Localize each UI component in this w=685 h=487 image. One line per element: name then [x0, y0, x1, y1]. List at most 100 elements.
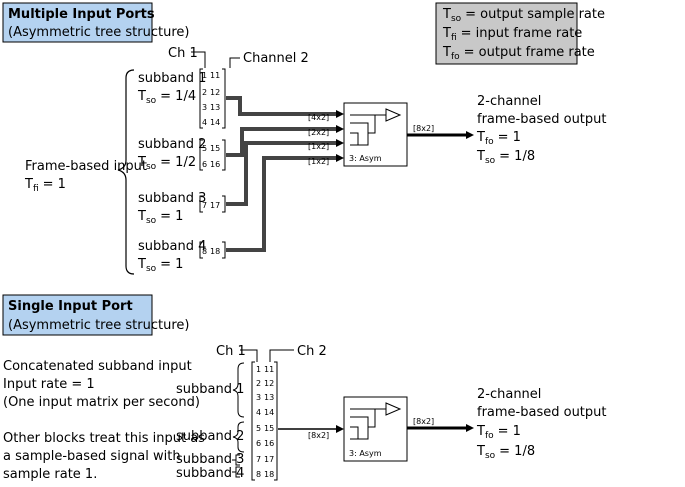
- bottom-subband-2: subband 2: [176, 429, 244, 444]
- port-dim-1: [4x2]: [308, 113, 329, 122]
- top-m1-c2-r1: 11: [210, 71, 220, 80]
- top-m2-c2-r2: 16: [210, 160, 220, 169]
- bottom-subband-4: subband 4: [176, 466, 244, 481]
- top-m2-c2-r1: 15: [210, 144, 220, 153]
- top-output-tso: Tso= 1/8: [476, 149, 535, 166]
- top-m3-c1: 7: [202, 201, 207, 210]
- top-m1-c1-r4: 4: [202, 118, 207, 127]
- top-matrix-subband-4: 8 18: [199, 241, 226, 259]
- bottom-input-dim: [8x2]: [308, 431, 329, 440]
- bm-c2-r2: 12: [264, 379, 274, 388]
- bottom-desc-5: a sample-based signal with: [3, 449, 181, 464]
- top-subband-3-rate: Tso= 1: [137, 209, 183, 226]
- port-dim-4: [1x2]: [308, 157, 329, 166]
- legend-tfi: Tfi= input frame rate: [442, 26, 582, 43]
- bottom-brace-4: [232, 466, 240, 478]
- input-rate: Tfi= 1: [24, 177, 66, 194]
- bottom-ch1-pointer: [240, 349, 258, 362]
- port-dim-2: [2x2]: [308, 128, 329, 137]
- bottom-desc-6: sample rate 1.: [3, 467, 97, 482]
- top-output-label-2: frame-based output: [477, 112, 607, 127]
- bottom-output-label-2: frame-based output: [477, 405, 607, 420]
- legend-tfo: Tfo= output frame rate: [442, 45, 595, 62]
- top-ch1-label: Ch 1: [168, 46, 198, 61]
- bottom-output-label-1: 2-channel: [477, 387, 541, 402]
- bottom-output-arrowhead: [466, 424, 474, 432]
- top-m1-c1-r1: 1: [202, 71, 207, 80]
- top-m1-c1-r3: 3: [202, 103, 207, 112]
- top-signal-wires: [226, 96, 338, 252]
- bottom-output-tfo: Tfo= 1: [476, 424, 521, 441]
- bm-c1-r8: 8: [256, 470, 261, 479]
- port-dim-3: [1x2]: [308, 142, 329, 151]
- wire-subband-4: [226, 156, 338, 252]
- top-subband-1-rate: Tso= 1/4: [137, 89, 196, 106]
- top-subband-2-rate: Tso= 1/2: [137, 155, 196, 172]
- bm-c1-r7: 7: [256, 455, 261, 464]
- bm-c2-r5: 15: [264, 424, 274, 433]
- top-output-dim: [8x2]: [413, 124, 434, 133]
- bottom-desc-4: Other blocks treat this input as: [3, 431, 205, 446]
- top-subband-4-label: subband 4: [138, 239, 206, 254]
- bottom-desc-2: Input rate = 1: [3, 377, 95, 392]
- top-wire-arrowheads: [336, 110, 344, 162]
- bottom-subband-3: subband 3: [176, 452, 244, 467]
- top-title: Multiple Input Ports: [8, 7, 155, 22]
- top-subband-4-rate: Tso= 1: [137, 257, 183, 274]
- top-subband-3-label: subband 3: [138, 191, 206, 206]
- wire-subband-3: [226, 141, 338, 206]
- bottom-ch1-label: Ch 1: [216, 344, 246, 359]
- bm-c2-r3: 13: [264, 393, 274, 402]
- top-ch2-label: Channel 2: [243, 51, 309, 66]
- top-m1-c2-r3: 13: [210, 103, 220, 112]
- bm-c1-r3: 3: [256, 393, 261, 402]
- top-matrix-subband-2: 5 15 6 16: [199, 139, 226, 171]
- bottom-output-dim: [8x2]: [413, 417, 434, 426]
- top-matrix-subband-1: 1 11 2 12 3 13 4 14: [199, 68, 226, 129]
- legend-tso: Tso= output sample rate: [442, 7, 605, 24]
- top-block-label: 3: Asym: [349, 154, 382, 163]
- top-subtitle: (Asymmetric tree structure): [8, 25, 189, 40]
- bottom-input-arrowhead: [336, 425, 344, 433]
- bottom-brace-3: [232, 454, 240, 466]
- top-m4-c1: 8: [202, 247, 207, 256]
- bm-c2-r7: 17: [264, 455, 274, 464]
- top-synthesis-block[interactable]: 3: Asym: [343, 102, 408, 167]
- bm-c1-r1: 1: [256, 365, 261, 374]
- top-m2-c1-r2: 6: [202, 160, 207, 169]
- top-output-tfo: Tfo= 1: [476, 130, 521, 147]
- top-ch1-pointer: [191, 51, 206, 68]
- bottom-brace-2: [232, 421, 245, 453]
- top-subband-2-label: subband 2: [138, 137, 206, 152]
- bm-c1-r6: 6: [256, 439, 261, 448]
- wire-subband-1: [226, 96, 338, 116]
- bm-c1-r5: 5: [256, 424, 261, 433]
- top-m1-c2-r4: 14: [210, 118, 220, 127]
- wire-subband-2: [226, 127, 338, 157]
- bottom-title: Single Input Port: [8, 299, 133, 314]
- bottom-subtitle: (Asymmetric tree structure): [8, 318, 189, 333]
- bottom-brace-1: [232, 362, 245, 418]
- top-output-label-1: 2-channel: [477, 94, 541, 109]
- bottom-title-box: Single Input Port (Asymmetric tree struc…: [2, 294, 189, 336]
- top-m4-c2: 18: [210, 247, 220, 256]
- bottom-matrix: 1 11 2 12 3 13 4 14 5 15 6 16 7 17 8 18: [251, 361, 278, 481]
- bottom-desc-1: Concatenated subband input: [3, 359, 192, 374]
- top-ch2-pointer: [229, 57, 240, 68]
- top-title-box: Multiple Input Ports (Asymmetric tree st…: [2, 2, 189, 43]
- top-m1-c1-r2: 2: [202, 88, 207, 97]
- bm-c1-r4: 4: [256, 408, 261, 417]
- bm-c1-r2: 2: [256, 379, 261, 388]
- bm-c2-r8: 18: [264, 470, 274, 479]
- bottom-synthesis-block[interactable]: 3: Asym: [343, 396, 408, 462]
- bottom-block-label: 3: Asym: [349, 449, 382, 458]
- top-m2-c1-r1: 5: [202, 144, 207, 153]
- top-m3-c2: 17: [210, 201, 220, 210]
- top-subband-1-label: subband 1: [138, 71, 206, 86]
- top-output-arrowhead: [466, 131, 474, 139]
- bottom-output-tso: Tso= 1/8: [476, 444, 535, 461]
- bottom-desc-3: (One input matrix per second): [3, 395, 200, 410]
- bottom-ch2-pointer: [269, 349, 294, 362]
